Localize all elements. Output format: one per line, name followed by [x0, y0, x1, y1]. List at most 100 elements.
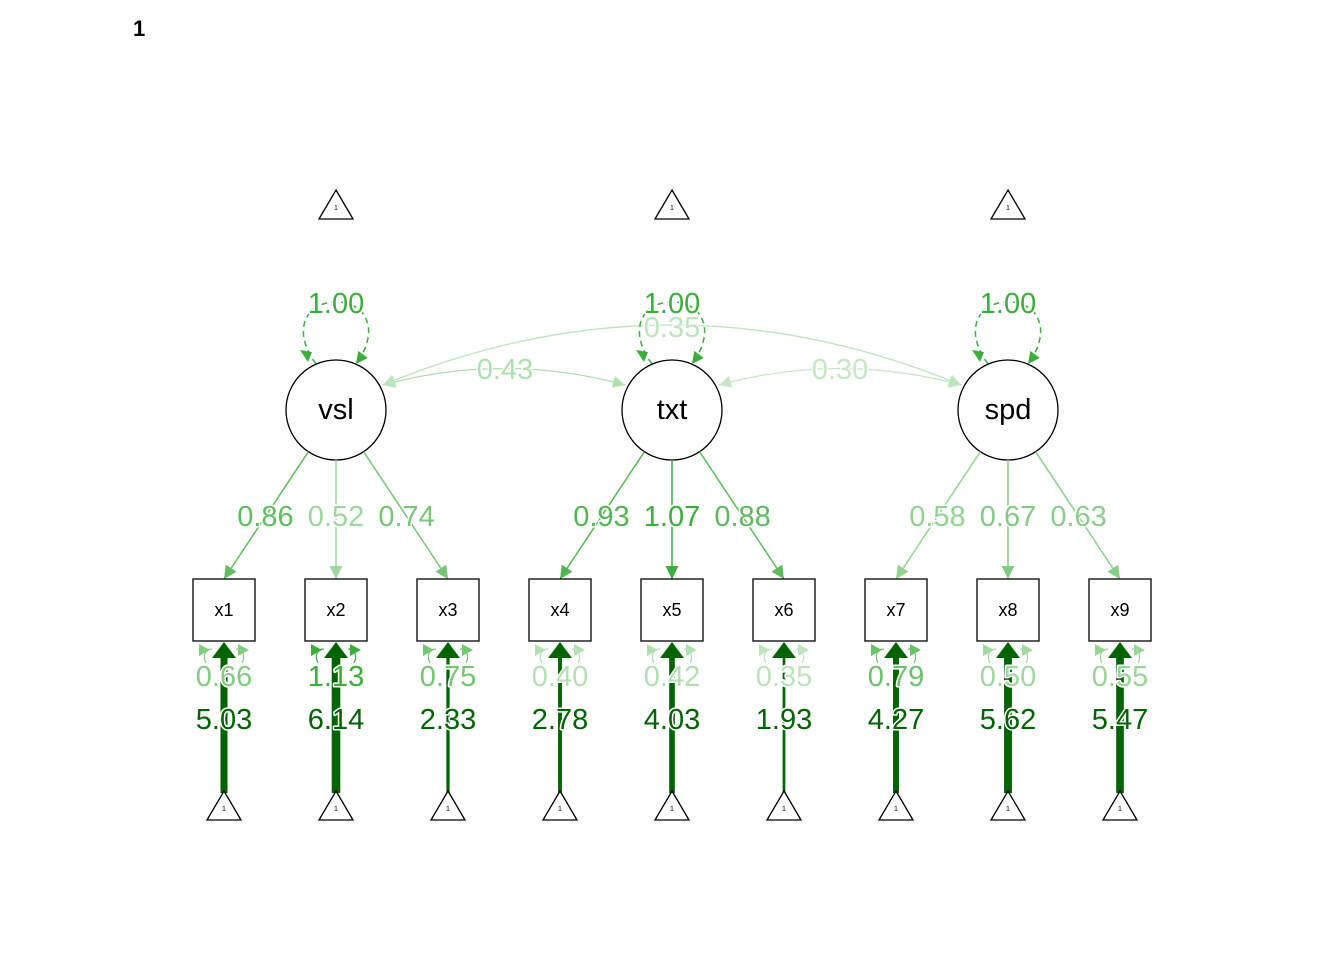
triangle-shape — [205, 789, 243, 821]
residual-loop-left-x9 — [1099, 648, 1109, 664]
intercept-arrowhead-x1 — [212, 642, 236, 658]
triangle-label: 1 — [1118, 806, 1122, 813]
residual-loop-left-x6 — [763, 648, 773, 664]
residual-label-x7: 0.79 — [868, 661, 924, 693]
residual-arrowhead-right-x2 — [350, 644, 361, 656]
covariance-edge-vsl-spd — [382, 324, 962, 386]
residual-loop-left-x4 — [539, 648, 549, 664]
intercept-label-x7: 4.27 — [868, 704, 924, 736]
latent-intercept-triangle-txt: 1 — [653, 188, 691, 220]
triangle-label: 1 — [1006, 806, 1010, 813]
loading-label-x7: 0.58 — [909, 501, 965, 533]
variance-label-spd: 1.00 — [980, 288, 1036, 320]
residual-arrowhead-left-x5 — [647, 644, 658, 656]
manifest-node-x9 — [1088, 578, 1152, 642]
residual-arrowhead-right-x1 — [238, 644, 249, 656]
intercept-label-x1: 5.03 — [196, 704, 252, 736]
triangle-shape — [1101, 789, 1139, 821]
residual-label-x4: 0.40 — [532, 661, 588, 693]
intercept-triangle-x9: 1 — [1101, 789, 1139, 821]
triangle-shape — [989, 789, 1027, 821]
variance-arrowhead-spd — [972, 350, 984, 362]
residual-arrowhead-right-x8 — [1022, 644, 1033, 656]
intercept-arrowhead-x4 — [548, 642, 572, 658]
triangle-label: 1 — [670, 205, 674, 212]
triangle-label: 1 — [670, 806, 674, 813]
residual-arrowhead-left-x8 — [983, 644, 994, 656]
manifest-label-x3: x3 — [438, 600, 457, 620]
variance-loop-vsl — [302, 301, 370, 365]
triangle-label: 1 — [334, 806, 338, 813]
loading-label-x6: 0.88 — [714, 501, 770, 533]
residual-loop-left-x7 — [875, 648, 885, 664]
intercept-arrowhead-x5 — [660, 642, 684, 658]
triangle-shape — [989, 188, 1027, 220]
triangle-label: 1 — [222, 806, 226, 813]
residual-arrowhead-left-x1 — [199, 644, 210, 656]
intercept-triangle-x3: 1 — [429, 789, 467, 821]
loading-label-x5: 1.07 — [644, 501, 700, 533]
loading-label-x9: 0.63 — [1050, 501, 1106, 533]
intercept-triangle-x5: 1 — [653, 789, 691, 821]
manifest-node-x8 — [976, 578, 1040, 642]
plot-title: 1 — [133, 16, 146, 41]
residual-loop-left-x8 — [987, 648, 997, 664]
triangle-label: 1 — [334, 205, 338, 212]
loading-edge-x7 — [895, 451, 982, 580]
intercept-arrowhead-x8 — [996, 642, 1020, 658]
variance-arrowhead-vsl — [300, 350, 312, 362]
intercept-triangle-x4: 1 — [541, 789, 579, 821]
triangle-shape — [653, 188, 691, 220]
latent-label-vsl: vsl — [318, 394, 353, 426]
latent-intercept-triangle-spd: 1 — [989, 188, 1027, 220]
residual-arrowhead-left-x2 — [311, 644, 322, 656]
intercept-triangle-x2: 1 — [317, 789, 355, 821]
manifest-node-x6 — [752, 578, 816, 642]
residual-label-x3: 0.75 — [420, 661, 476, 693]
intercept-triangle-x6: 1 — [765, 789, 803, 821]
residual-loop-left-x5 — [651, 648, 661, 664]
latent-label-txt: txt — [657, 394, 688, 426]
intercept-label-x6: 1.93 — [756, 704, 812, 736]
manifest-label-x9: x9 — [1110, 600, 1129, 620]
intercept-arrowhead-x6 — [772, 642, 796, 658]
triangle-shape — [317, 789, 355, 821]
intercept-triangle-x8: 1 — [989, 789, 1027, 821]
intercept-label-x4: 2.78 — [532, 704, 588, 736]
residual-arrowhead-left-x4 — [535, 644, 546, 656]
triangle-shape — [541, 789, 579, 821]
residual-label-x2: 1.13 — [308, 661, 364, 693]
covariance-label-txt-spd: 0.30 — [812, 354, 868, 386]
variance-loop-txt — [638, 301, 706, 365]
manifest-label-x1: x1 — [214, 600, 233, 620]
manifest-label-x6: x6 — [774, 600, 793, 620]
residual-arrowhead-left-x7 — [871, 644, 882, 656]
loading-edge-x3 — [362, 451, 449, 580]
residual-arrowhead-right-x4 — [574, 644, 585, 656]
residual-label-x1: 0.66 — [196, 661, 252, 693]
residual-arrowhead-right-x5 — [686, 644, 697, 656]
latent-label-spd: spd — [985, 394, 1032, 426]
intercept-triangle-x7: 1 — [877, 789, 915, 821]
triangle-label: 1 — [446, 806, 450, 813]
residual-arrowhead-right-x3 — [462, 644, 473, 656]
intercept-label-x9: 5.47 — [1092, 704, 1148, 736]
manifest-node-x7 — [864, 578, 928, 642]
loading-label-x1: 0.86 — [237, 501, 293, 533]
manifest-node-x1 — [192, 578, 256, 642]
intercept-label-x5: 4.03 — [644, 704, 700, 736]
residual-loop-left-x3 — [427, 648, 437, 664]
residual-label-x5: 0.42 — [644, 661, 700, 693]
triangle-label: 1 — [1006, 205, 1010, 212]
triangle-label: 1 — [558, 806, 562, 813]
intercept-label-x8: 5.62 — [980, 704, 1036, 736]
loading-edge-x4 — [559, 451, 646, 580]
residual-arrowhead-right-x7 — [910, 644, 921, 656]
manifest-label-x5: x5 — [662, 600, 681, 620]
residual-arrowhead-left-x9 — [1095, 644, 1106, 656]
residual-label-x9: 0.55 — [1092, 661, 1148, 693]
loading-label-x2: 0.52 — [308, 501, 364, 533]
residual-arrowhead-left-x6 — [759, 644, 770, 656]
loading-label-x4: 0.93 — [573, 501, 629, 533]
